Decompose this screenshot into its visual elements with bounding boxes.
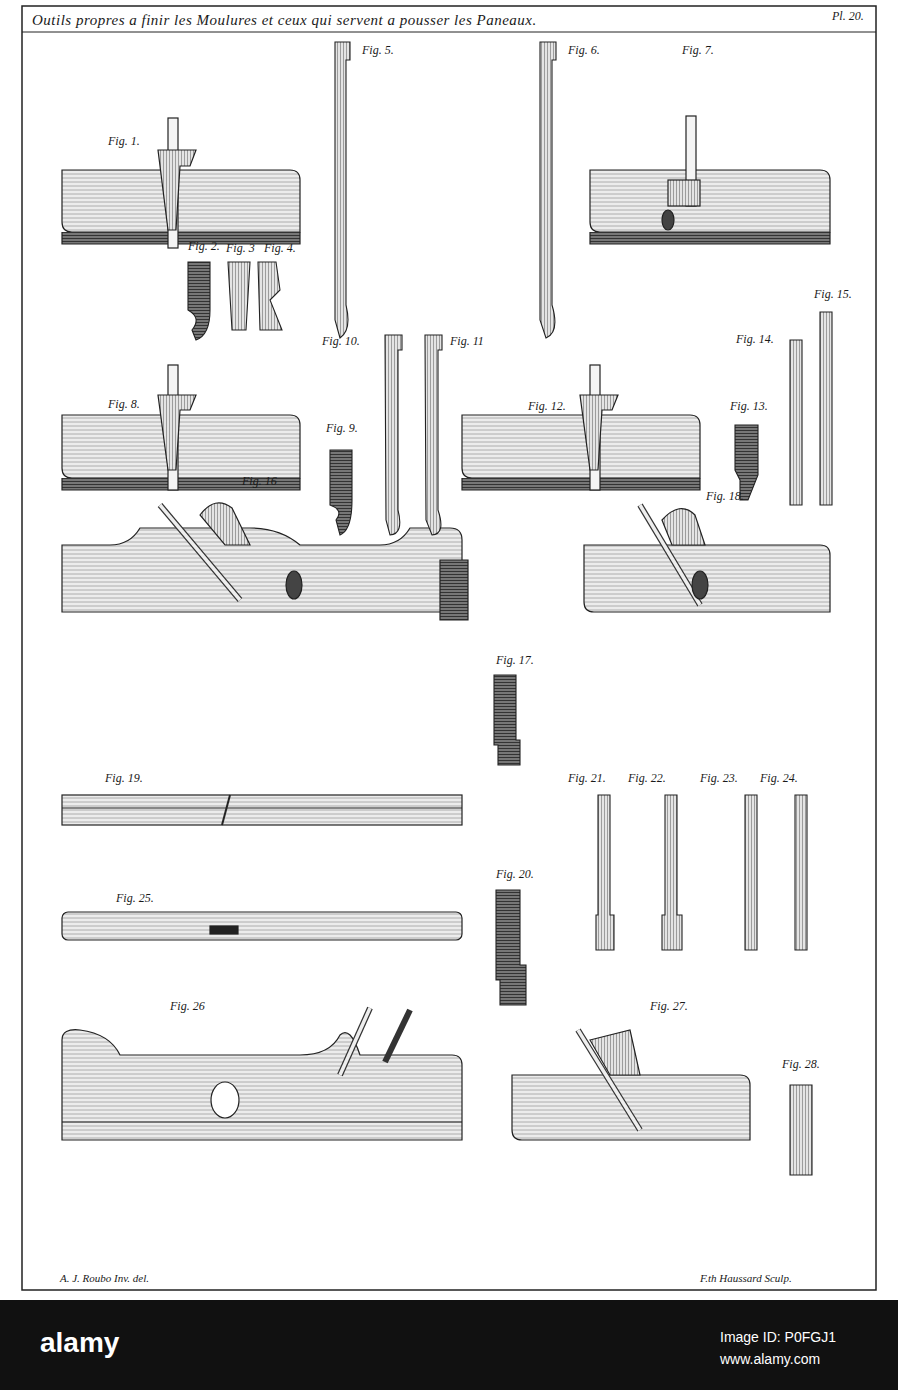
figure-number: Fig. 11 [450, 335, 484, 348]
figure-number: Fig. 16 [242, 475, 277, 488]
figure-number: Fig. 19. [105, 772, 143, 785]
figure-number: Fig. 1. [108, 135, 140, 148]
figure-number: Fig. 2. [188, 240, 220, 253]
figure-number: Fig. 3 [226, 242, 255, 255]
figure-number: Fig. 18. [706, 490, 744, 503]
watermark: alamy [40, 1328, 119, 1359]
figure-number: Fig. 24. [760, 772, 798, 785]
figure-number: Fig. 25. [116, 892, 154, 905]
figure-number: Fig. 5. [362, 44, 394, 57]
plate-number: Pl. 20. [832, 10, 864, 23]
moulding-planes [62, 116, 830, 1140]
figure-number: Fig. 10. [322, 335, 360, 348]
figure-number: Fig. 21. [568, 772, 606, 785]
figure-number: Fig. 20. [496, 868, 534, 881]
figure-number: Fig. 4. [264, 242, 296, 255]
credit-line: A. J. Roubo Inv. del. [60, 1272, 149, 1284]
figure-number: Fig. 8. [108, 398, 140, 411]
figure-number: Fig. 26 [170, 1000, 205, 1013]
watermark: Image ID: P0FGJ1 [720, 1330, 836, 1345]
watermark-bar [0, 1300, 898, 1390]
plate-title: Outils propres a finir les Moulures et c… [32, 12, 537, 29]
figure-number: Fig. 23. [700, 772, 738, 785]
figure-number: Fig. 12. [528, 400, 566, 413]
figure-number: Fig. 7. [682, 44, 714, 57]
credit-line: F.th Haussard Sculp. [700, 1272, 792, 1284]
figure-number: Fig. 22. [628, 772, 666, 785]
figure-number: Fig. 17. [496, 654, 534, 667]
figure-number: Fig. 14. [736, 333, 774, 346]
figure-number: Fig. 27. [650, 1000, 688, 1013]
figure-number: Fig. 28. [782, 1058, 820, 1071]
watermark: www.alamy.com [720, 1352, 820, 1367]
figure-number: Fig. 9. [326, 422, 358, 435]
figure-number: Fig. 6. [568, 44, 600, 57]
figure-number: Fig. 15. [814, 288, 852, 301]
figure-number: Fig. 13. [730, 400, 768, 413]
plane-irons [188, 42, 832, 1175]
